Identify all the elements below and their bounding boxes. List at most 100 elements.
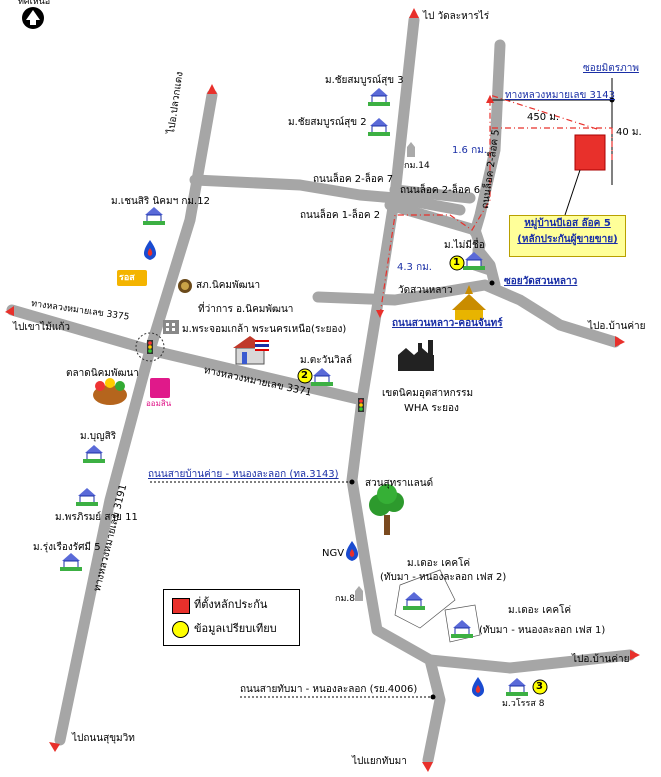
road-lock2-lock6 [389,184,476,204]
place-label-km14: กม.14 [404,161,430,171]
place-label-chai-somboon-3: ม.ชัยสมบูรณ์สุข 3 [325,75,404,86]
arrow-down-route [376,310,384,318]
house-icon [76,488,98,506]
house-icon [311,368,333,386]
junction-dot-suan-suk [349,479,355,485]
place-label-suan-suk: สวนสุทราแลนด์ [365,478,434,489]
road-label-lock2-lock7: ถนนล็อค 2-ล็อค 7 [313,174,394,185]
place-label-rungruang: ม.รุ่งเรืองรัศมี 5 [33,542,101,553]
house-icon [368,88,390,106]
aomsin-logo [150,378,170,398]
legend-collateral-swatch [172,598,190,614]
place-label-decor-1: ม.เดอะ เคคโค่ [508,605,572,616]
collateral-site-marker [574,134,606,171]
junction-dot-soi-suan-lao [489,280,495,286]
house-icons [60,88,528,696]
junction-dot-soi-mit-phap [609,97,615,103]
legend-comparison-swatch [172,621,189,638]
place-label-warat-8: ม.วโรรส 8 [502,699,545,709]
arrow-up-450m [486,95,494,103]
house-icon [451,620,473,638]
traffic-light-left [135,332,165,362]
road-soi-wat-suan-lao [472,244,501,291]
house-icon [60,553,82,571]
tree-icon [369,484,404,535]
place-label-wha-line2: WHA ระยอง [404,403,459,414]
comparison-marker-1 [449,255,465,271]
dimension-height-label: 40 ม. [616,127,642,138]
legend-comparison-label: ข้อมูลเปรียบเทียบ [194,622,277,635]
comparison-marker-3 [532,679,548,695]
place-label-chensiri: ม.เชนสิริ นิคมฯ กม.12 [111,196,210,207]
road-lock2-lock7 [189,174,466,216]
north-arrow-icon [22,7,44,29]
marker-3-label: 3 [536,681,543,692]
collateral-site-label-box: หมู่บ้านบีเอส ล๊อค 5 (หลักประกันผู้ขายขา… [509,215,626,257]
distance-label-1: 1.6 กม. [452,145,487,156]
aomsin-logo-label: ออมสิน [146,399,172,408]
road-label-lock2-lock6: ถนนล็อค 2-ล็อค 6 [400,185,481,196]
road-label-sai-ban-khai: ถนนสายบ้านค่าย - หนองละลอก (ทล.3143) [148,469,339,480]
market-basket-icon [93,378,127,405]
place-label-talad: ตลาดนิคมพัฒนา [66,368,139,379]
house-icon [83,445,105,463]
road-label-to-sukhumvit: ไปถนนสุขุมวิท [72,733,135,744]
road-label-soi-wat-suan-lao: ซอยวัดสวนหลาว [504,276,578,287]
factory-icon [398,340,434,371]
road-end-arrows [5,8,640,772]
ros-logo [117,270,147,286]
legend: ที่ตั้งหลักประกัน ข้อมูลเปรียบเทียบ [163,589,300,646]
gas-station-icon-warat [471,677,485,697]
place-label-bunsiri: ม.บุญสิริ [80,431,117,442]
place-label-tawan-villa: ม.ตะวันวิลล์ [300,355,352,366]
route-path [379,94,613,316]
place-label-km8: กม.8 [335,594,355,604]
road-label-to-thap-ma: ไปแยกทับมา [352,756,407,767]
road-label-sai-thap-ma: ถนนสายทับมา - หนองละลอก (รย.4006) [240,684,418,695]
road-label-suan-lao-khon-chan: ถนนสวนหลาว-คอนจันทร์ [392,318,503,329]
compass-label: ทิศเหนือ [18,0,51,7]
collateral-pointer-line [564,169,581,216]
place-label-university: ม.พระจอมเกล้า พระนครเหนือ(ระยอง) [182,324,347,335]
junction-dot-thap-ma [430,694,436,700]
road-to-ban-khai [424,649,636,674]
place-label-sor-por-nikhom: สภ.นิคมพัฒนา [196,280,261,291]
km14-marker-icon [407,142,415,157]
house-icon [506,678,528,696]
road-label-to-ban-khai-1: ไปอ.บ้านค่าย [588,321,646,332]
place-label-chai-somboon-2: ม.ชัยสมบูรณ์สุข 2 [288,117,367,128]
road-3143-north-south [346,14,446,766]
police-emblem-icon [178,279,192,293]
house-icon [463,252,485,270]
ros-logo-label: รอส [119,273,135,283]
place-label-ngv: NGV [322,548,345,559]
office-building-icon [163,320,179,334]
collateral-site-name-line1: หมู่บ้านบีเอส ล๊อค 5 [524,218,611,229]
road-label-to-ban-khai-2: ไปอ.บ้านค่าย [572,654,630,665]
gas-station-icon-ngv [345,541,359,561]
road-label-lock1-lock2: ถนนล็อค 1-ล็อค 2 [300,210,381,221]
decor-phase1-outline [444,604,481,643]
road-label-soi-mit-phap: ซอยมิตรภาพ [583,63,639,74]
km8-marker-icon [355,586,363,601]
house-icon [143,207,165,225]
dimension-width-label: 450 ม. [527,112,560,123]
house-icon [403,592,425,610]
gas-station-icon-ptt [143,240,157,260]
place-label-decor-2-sub: (ทับมา - หนองละลอก เฟส 2) [380,572,507,583]
legend-collateral-label: ที่ตั้งหลักประกัน [194,598,268,611]
place-label-wha-line1: เขตนิคมอุตสาหกรรม [382,388,474,399]
collateral-site-name-line2: (หลักประกันผู้ขายขาย) [517,234,618,245]
distance-label-2: 4.3 กม. [397,262,432,273]
road-label-to-khao-mai-kaeo: ไปเขาไม้แก้ว [13,322,70,333]
decor-phase2-outline [394,569,456,629]
house-icon [368,118,390,136]
road-label-to-wat-laharai: ไป วัดละหารไร่ [423,11,490,22]
marker-1-label: 1 [453,257,460,268]
comparison-marker-2 [297,368,313,384]
place-label-pornpirom: ม.พรภิรมย์ สาย 11 [55,512,138,523]
road-label-highway-3143-top: ทางหลวงหมายเลข 3143 [505,90,615,101]
place-label-wat-suan-lao: วัดสวนหลาว [398,285,453,296]
place-label-decor-2: ม.เดอะ เคคโค่ [407,558,471,569]
